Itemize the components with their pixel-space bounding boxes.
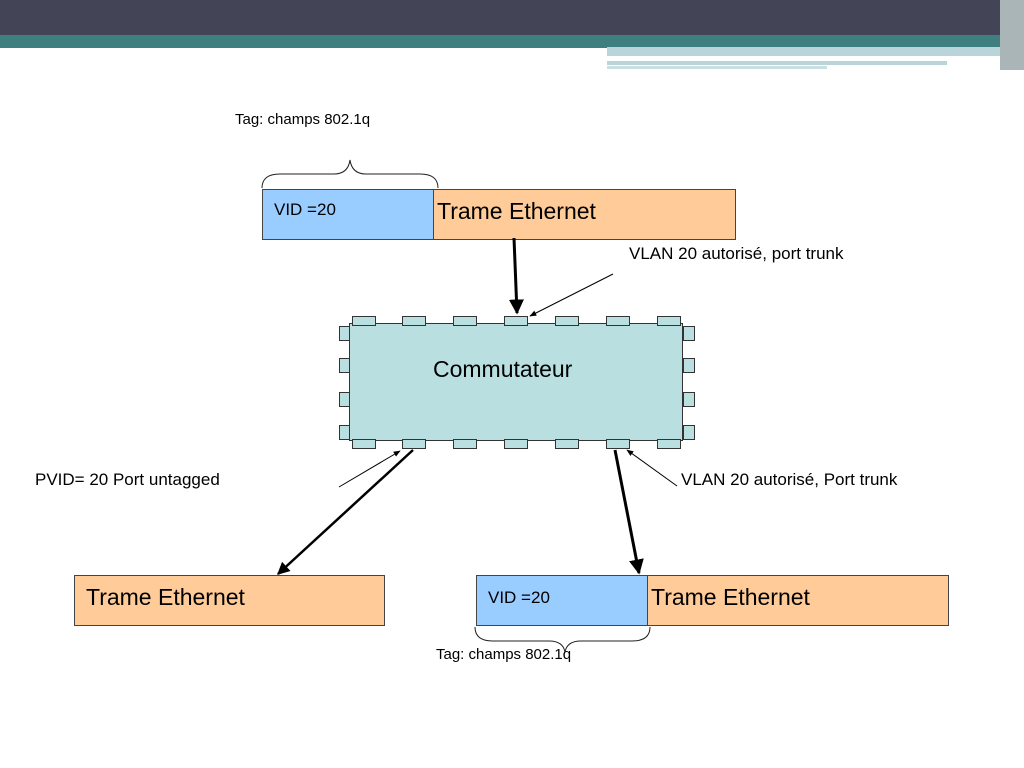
- untagged-port-label: PVID= 20 Port untagged: [35, 470, 220, 489]
- top-tag-brace: [261, 159, 439, 189]
- bottom-left-frame-label: Trame Ethernet: [86, 584, 245, 610]
- bottom-tag-brace: [474, 626, 651, 653]
- top-tag-label: Tag: champs 802.1q: [235, 111, 371, 128]
- switch-port: [555, 316, 579, 326]
- switch-port-trunk-downlink: [606, 439, 630, 449]
- untagged-label-pointer: [338, 450, 401, 488]
- switch-port: [352, 439, 376, 449]
- header-bar-dark: [0, 0, 1024, 35]
- switch-label: Commutateur: [433, 356, 573, 382]
- switch-port: [683, 425, 695, 440]
- top-frame-label: Trame Ethernet: [437, 198, 596, 224]
- header-accent-line: [607, 61, 947, 65]
- top-ethernet-frame: Trame Ethernet: [433, 189, 736, 240]
- switch-port-trunk-uplink: [504, 316, 528, 326]
- switch-port: [555, 439, 579, 449]
- switch-port: [339, 358, 350, 373]
- header-corner-block: [1000, 0, 1024, 70]
- switch-port: [453, 439, 477, 449]
- switch-port: [683, 358, 695, 373]
- switch-port: [339, 425, 350, 440]
- switch-port-untagged: [402, 439, 426, 449]
- switch-to-tagged-frame-arrow: [613, 449, 644, 575]
- bottom-vid-label: VID =20: [488, 588, 550, 607]
- switch-port: [606, 316, 630, 326]
- header-bar-teal: [0, 35, 1024, 48]
- bottom-tagged-frame: Trame Ethernet: [647, 575, 949, 626]
- switch-port: [683, 392, 695, 407]
- switch-port: [657, 439, 681, 449]
- switch-body: Commutateur: [349, 323, 683, 441]
- trunk-label-pointer: [626, 449, 678, 487]
- top-vid-label: VID =20: [274, 200, 336, 219]
- switch-port: [504, 439, 528, 449]
- switch-port: [683, 326, 695, 341]
- switch-port: [657, 316, 681, 326]
- switch-to-untagged-frame-arrow: [277, 449, 414, 575]
- trunk-port-label: VLAN 20 autorisé, Port trunk: [681, 470, 898, 489]
- switch-port: [453, 316, 477, 326]
- header-accent-line: [607, 47, 1024, 56]
- switch-port: [339, 326, 350, 341]
- frame-to-switch-arrow: [508, 237, 524, 315]
- bottom-vid-field: VID =20: [476, 575, 648, 626]
- bottom-untagged-frame: Trame Ethernet: [74, 575, 385, 626]
- header-accent-line: [607, 66, 827, 69]
- uplink-port-label: VLAN 20 autorisé, port trunk: [629, 244, 844, 263]
- bottom-tag-label: Tag: champs 802.1q: [436, 646, 572, 663]
- switch-port: [339, 392, 350, 407]
- bottom-right-frame-label: Trame Ethernet: [651, 584, 810, 610]
- uplink-label-pointer: [529, 273, 614, 317]
- switch-port: [402, 316, 426, 326]
- switch-port: [352, 316, 376, 326]
